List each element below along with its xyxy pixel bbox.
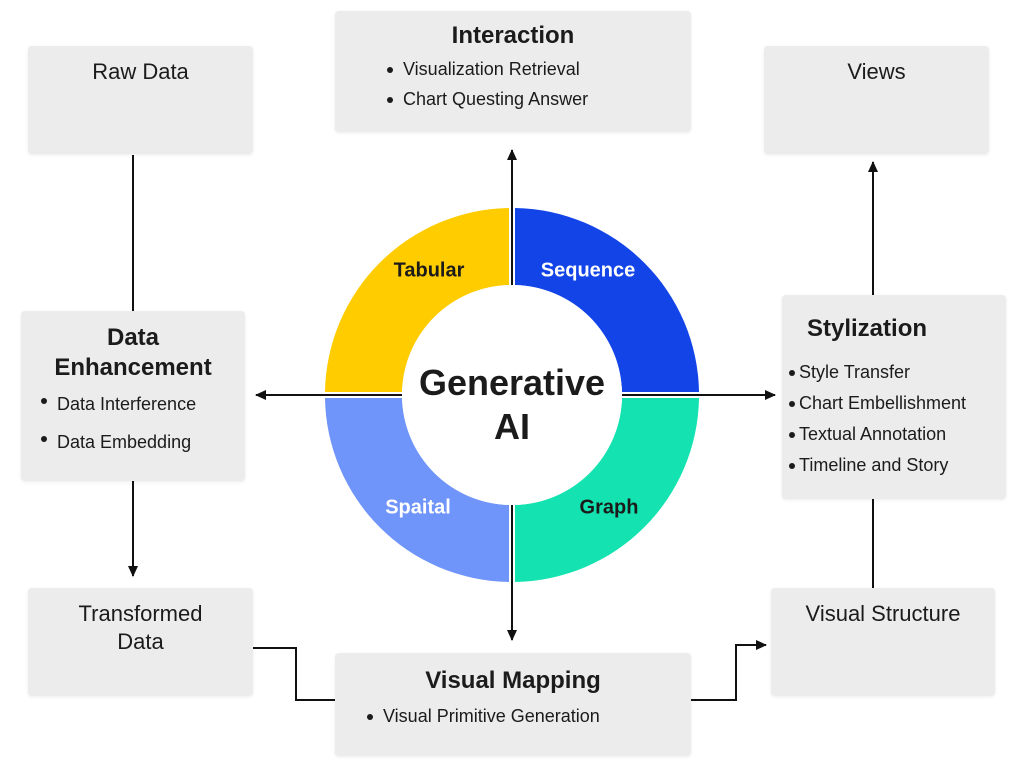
interaction-item: Visualization Retrieval (383, 54, 691, 84)
data-enhancement-title-line2: Enhancement (54, 354, 212, 381)
views-title: Views (847, 59, 906, 84)
data-enhancement-item: Data Embedding (37, 423, 245, 461)
stylization-item: Textual Annotation (785, 419, 1006, 450)
ring-segment-spatial (325, 398, 509, 582)
data-enhancement-box: Data Enhancement Data Interference Data … (21, 311, 245, 481)
visual-structure-title: Visual Structure (805, 601, 961, 626)
data-enhancement-title: Data Enhancement (21, 323, 245, 383)
line-transformed-to-mapping (253, 647, 335, 701)
interaction-title: Interaction (451, 22, 575, 49)
segment-label-spatial: Spaital (385, 496, 451, 519)
ring-segment-sequence (515, 208, 699, 392)
stylization-title: Stylization (807, 315, 928, 342)
transformed-data-title-line2: Data (117, 629, 164, 654)
interaction-item: Chart Questing Answer (383, 84, 691, 114)
data-enhancement-item: Data Interference (37, 385, 245, 423)
data-enhancement-title-line1: Data (106, 324, 160, 351)
segment-label-sequence: Sequence (540, 259, 636, 282)
visual-mapping-box: Visual Mapping Visual Primitive Generati… (335, 653, 691, 756)
ring-segment-tabular (325, 208, 509, 392)
ring-center-hole (402, 285, 622, 505)
stylization-list: Style Transfer Chart Embellishment Textu… (785, 357, 1006, 481)
data-enhancement-list: Data Interference Data Embedding (37, 385, 245, 461)
center-title: Generative AI (419, 361, 605, 449)
interaction-list: Visualization Retrieval Chart Questing A… (383, 54, 691, 114)
stylization-item: Style Transfer (785, 357, 1006, 388)
segment-label-tabular: Tabular (393, 259, 465, 282)
transformed-data-box: Transformed Data (28, 588, 253, 696)
visual-structure-box: Visual Structure (771, 588, 995, 696)
segment-label-graph: Graph (579, 496, 639, 519)
stylization-item: Chart Embellishment (785, 388, 1006, 419)
center-title-line2: AI (493, 406, 530, 447)
visual-mapping-title: Visual Mapping (425, 667, 601, 694)
transformed-data-title-line1: Transformed (78, 601, 203, 626)
arrow-mapping-to-structure (691, 640, 767, 701)
transformed-data-title: Transformed Data (28, 600, 253, 656)
ring-segment-graph (515, 398, 699, 582)
visual-mapping-item: Visual Primitive Generation (363, 701, 691, 731)
stylization-box: Stylization Style Transfer Chart Embelli… (782, 295, 1006, 499)
interaction-box: Interaction Visualization Retrieval Char… (335, 11, 691, 132)
raw-data-box: Raw Data (28, 46, 253, 154)
stylization-item: Timeline and Story (785, 450, 1006, 481)
visual-mapping-list: Visual Primitive Generation (363, 701, 691, 731)
raw-data-title: Raw Data (92, 59, 189, 84)
center-title-line1: Generative (418, 362, 606, 403)
views-box: Views (764, 46, 989, 154)
